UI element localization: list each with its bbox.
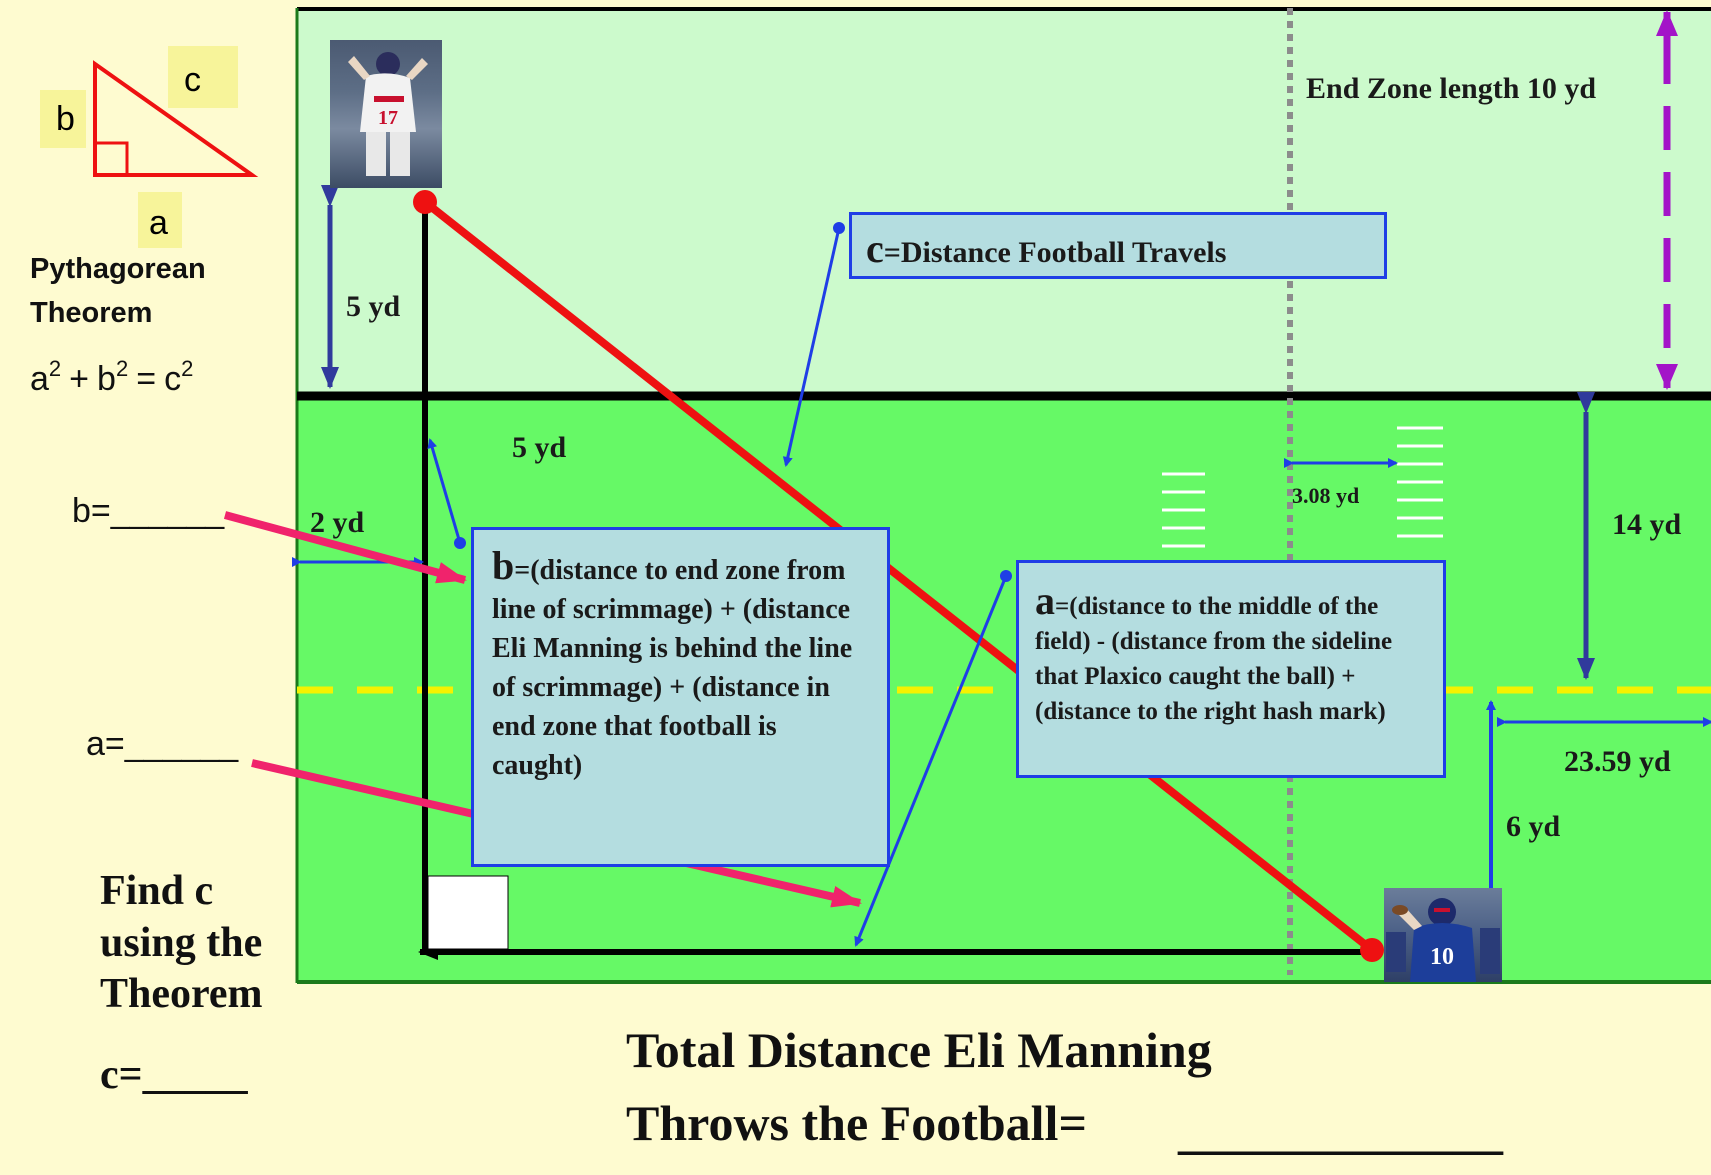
right-angle-square <box>427 875 509 950</box>
pass-line-c <box>422 198 1375 954</box>
find-c-line3: Theorem <box>100 971 263 1017</box>
c-pointer <box>782 227 841 467</box>
receiver-jersey-number: 17 <box>378 107 398 129</box>
football-field <box>295 7 1711 984</box>
c-box-text: =Distance Football Travels <box>883 236 1227 269</box>
bottom-title: Total Distance Eli Manning Throws the Fo… <box>626 1022 1504 1159</box>
sidebar-text: Pythagorean Theorem a2+b2=c2 b=______ a=… <box>30 253 239 763</box>
label-5yd-field: 5 yd <box>512 431 567 464</box>
receiver-figure: 17 <box>348 52 428 176</box>
triangle-shape <box>93 60 259 177</box>
hash-marks-right <box>1397 426 1443 538</box>
theorem-title-line2: Theorem <box>30 297 152 329</box>
b-box-text: =(distance to end zone from line of scri… <box>492 555 853 781</box>
hash-marks-left <box>1162 472 1205 548</box>
b-pointer <box>427 438 462 544</box>
b-definition-box: b=(distance to end zone from line of scr… <box>471 527 890 867</box>
c-box-variable: c <box>866 226 884 271</box>
theorem-formula: a2+b2=c2 <box>30 356 193 398</box>
b-answer-blank: b=______ <box>72 492 225 530</box>
label-a-bg <box>138 192 182 248</box>
a-pointer <box>854 575 1008 947</box>
label-14yd: 14 yd <box>1612 508 1682 541</box>
theorem-title-line1: Pythagorean <box>30 253 206 285</box>
find-c-line2: using the <box>100 920 262 966</box>
total-distance-line1: Total Distance Eli Manning <box>626 1022 1212 1078</box>
find-c-line1: Find c <box>100 868 213 914</box>
label-5yd-endzone: 5 yd <box>346 290 401 323</box>
label-2yd: 2 yd <box>310 506 365 539</box>
triangle-right-angle <box>95 141 129 175</box>
end-zone <box>297 8 1711 396</box>
quarterback-jersey-number: 10 <box>1430 944 1454 970</box>
c-answer-blank: c=_____ <box>100 1052 249 1098</box>
reference-triangle: c b a <box>40 46 259 248</box>
triangle-label-c: c <box>184 61 201 99</box>
label-end-zone-length: End Zone length 10 yd <box>1306 72 1596 105</box>
a-definition-box: a=(distance to the middle of the field) … <box>1016 560 1446 778</box>
quarterback-photo: 10 <box>1384 888 1502 982</box>
a-box-text: =(distance to the middle of the field) -… <box>1035 593 1393 725</box>
triangle-label-a: a <box>149 204 168 242</box>
dimension-arrows <box>292 10 1711 890</box>
label-b-bg <box>40 90 86 148</box>
quarterback-figure: 10 <box>1386 898 1500 982</box>
total-distance-blank: _____________ <box>1177 1103 1504 1159</box>
label-c-bg <box>168 46 238 108</box>
b-blank-pointer <box>223 511 467 584</box>
total-distance-line2: Throws the Football= <box>626 1095 1087 1151</box>
a-answer-blank: a=______ <box>86 725 239 763</box>
a-box-variable: a <box>1035 578 1055 623</box>
label-6yd: 6 yd <box>1506 810 1561 843</box>
dimension-labels: 5 yd 5 yd 2 yd 3.08 yd 14 yd 23.59 yd 6 … <box>310 72 1682 843</box>
label-23yd: 23.59 yd <box>1564 745 1671 778</box>
receiver-photo: 17 <box>330 40 442 188</box>
label-hash-gap: 3.08 yd <box>1292 483 1359 508</box>
b-box-variable: b <box>492 543 515 588</box>
triangle-label-b: b <box>56 100 75 138</box>
quarterback-dot <box>1360 938 1384 962</box>
c-definition-box: c=Distance Football Travels <box>849 212 1387 279</box>
field-triangle <box>413 190 1384 962</box>
find-c-text: Find c using the Theorem c=_____ <box>100 868 263 1098</box>
receiver-dot <box>413 190 437 214</box>
